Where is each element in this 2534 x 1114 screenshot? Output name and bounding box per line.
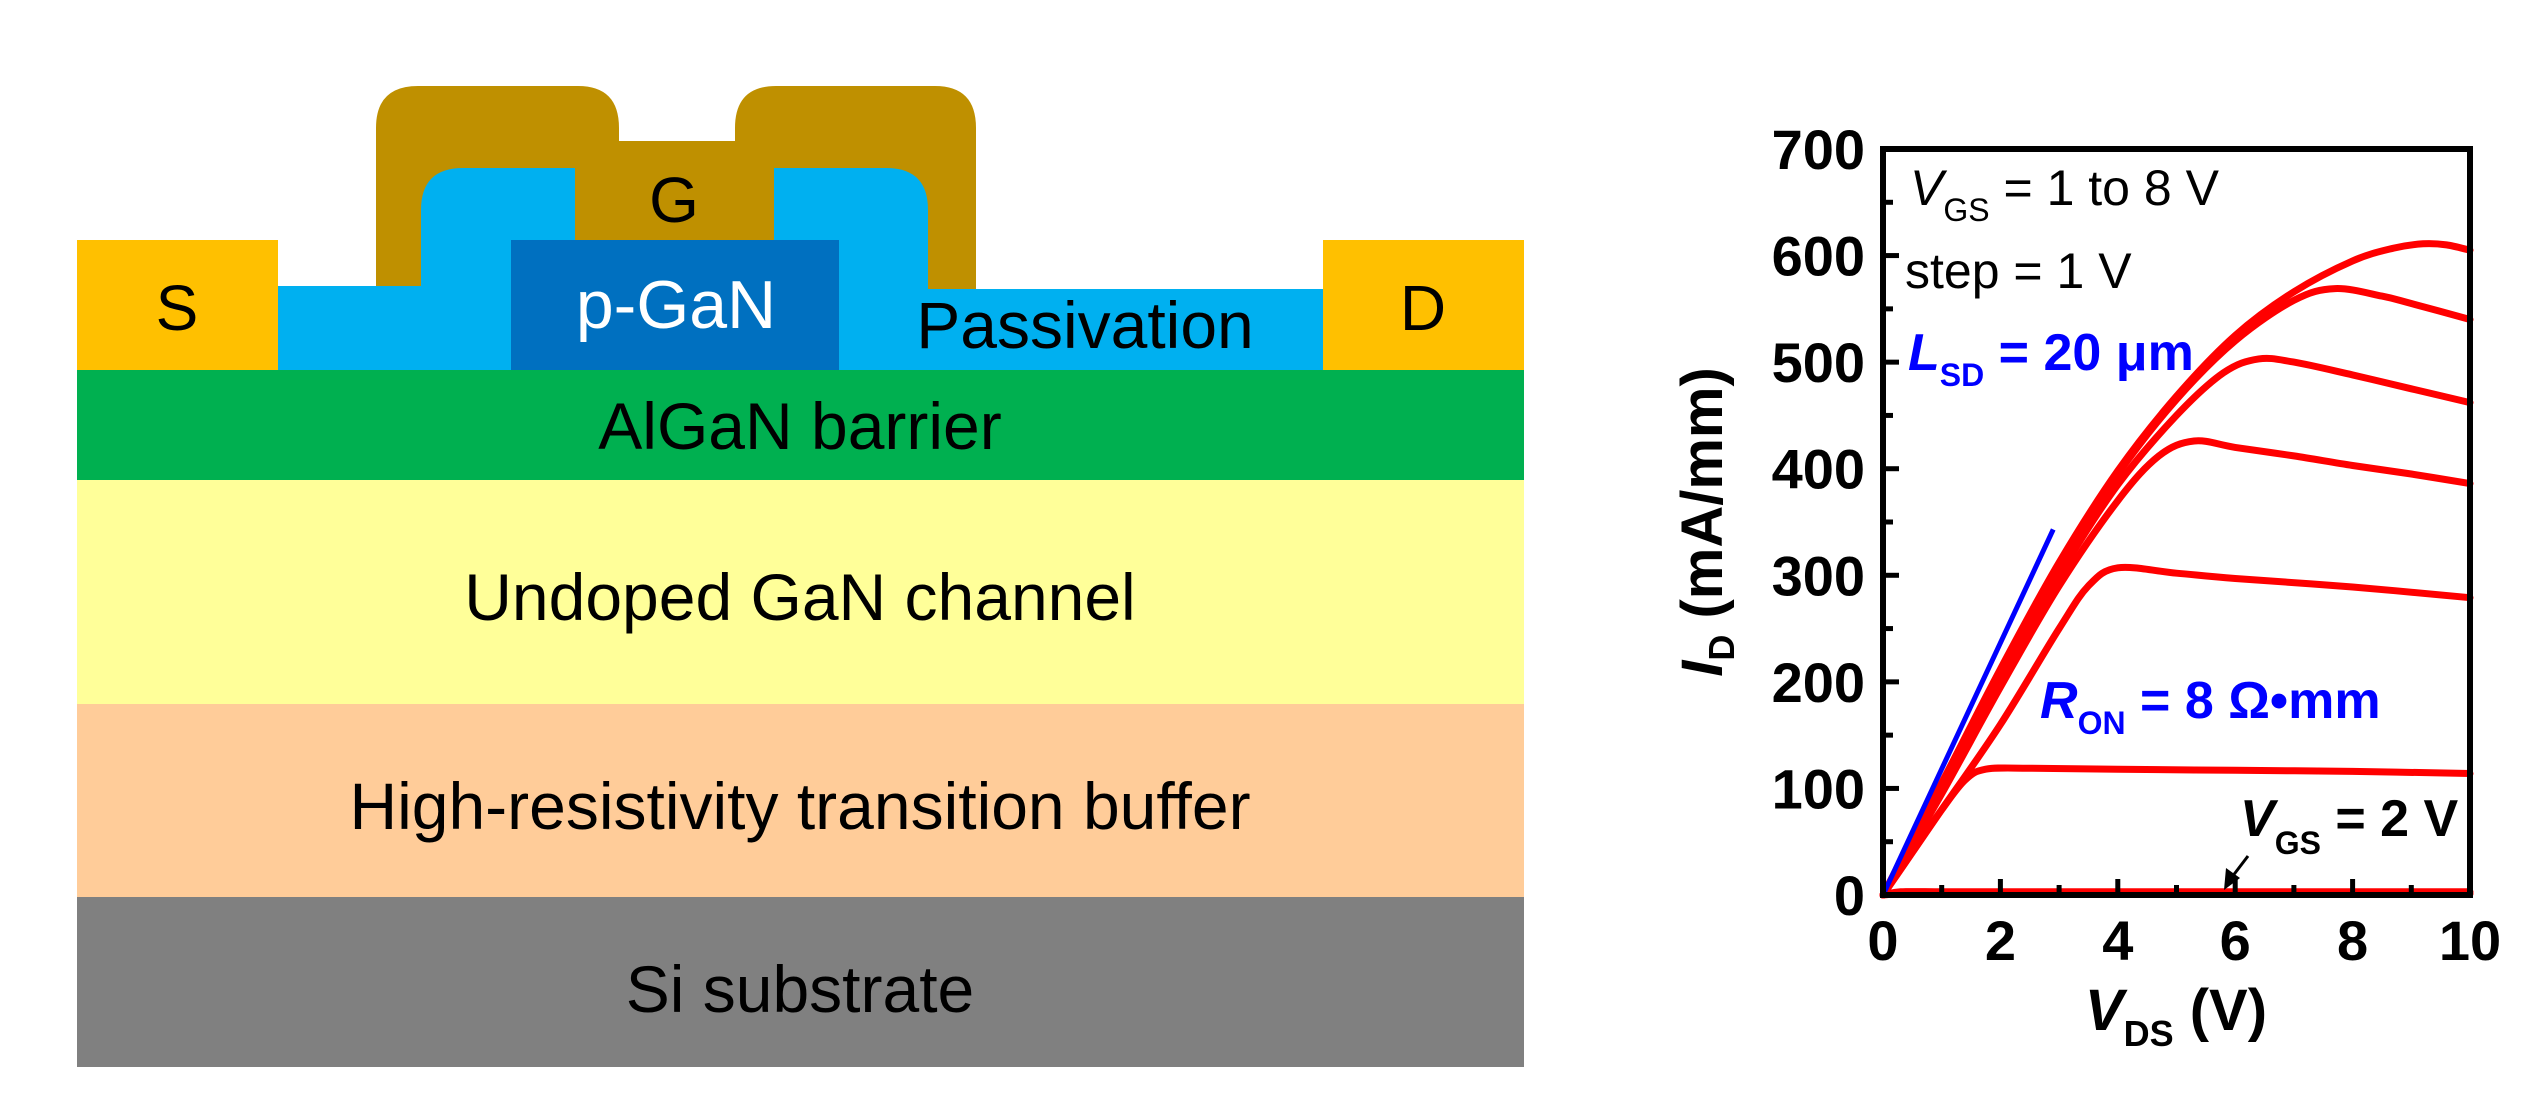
y-axis-label: ID (mA/mm)	[1670, 367, 1742, 677]
x-tick-label: 4	[2102, 909, 2133, 972]
gan-channel-layer	[77, 480, 1524, 704]
x-tick-label: 10	[2439, 909, 2501, 972]
device-cross-section: S D G p-GaN Passivation AlGaN barrier Un…	[77, 86, 1524, 1067]
y-axis-label-unit: (mA/mm)	[1670, 367, 1735, 634]
gan-channel-label: Undoped GaN channel	[464, 560, 1135, 634]
x-tick-label: 8	[2337, 909, 2368, 972]
algan-barrier-label: AlGaN barrier	[598, 389, 1001, 463]
passivation-label: Passivation	[916, 288, 1254, 362]
source-contact	[77, 240, 278, 370]
annotation-lsd-sub: SD	[1940, 357, 1984, 393]
annotation-vgs-range-sub: GS	[1943, 192, 1989, 228]
y-tick-labels: 0 100 200 300 400 500 600 700	[1772, 118, 1865, 927]
x-tick-label: 0	[1867, 909, 1898, 972]
annotation-lsd-text: = 20 μm	[1984, 324, 2194, 382]
y-tick-label: 100	[1772, 757, 1865, 820]
p-gan-label: p-GaN	[576, 267, 776, 343]
series-line-vgs-8	[1879, 240, 2474, 899]
x-axis-label-main: V	[2085, 978, 2128, 1043]
y-tick-label: 300	[1772, 544, 1865, 607]
annotation-lsd-main: L	[1908, 324, 1940, 382]
y-tick-label: 500	[1772, 331, 1865, 394]
algan-barrier-layer	[77, 369, 1524, 480]
series-line-vgs-4	[1879, 563, 2474, 899]
transition-buffer-label: High-resistivity transition buffer	[349, 769, 1250, 843]
annotation-ron: RON = 8 Ω•mm	[2040, 672, 2381, 741]
x-tick-labels: 0 2 4 6 8 10	[1867, 909, 2501, 972]
annotation-vgs-range: VGS = 1 to 8 V	[1910, 160, 2220, 228]
annotation-vgs-low-sub: GS	[2275, 825, 2321, 861]
p-gan-layer	[511, 240, 839, 370]
ron-fit-line	[1880, 528, 2056, 897]
x-axis-label: VDS (V)	[2085, 978, 2267, 1054]
gate-label: G	[649, 164, 699, 236]
transition-buffer-layer	[77, 704, 1524, 897]
x-tick-label: 2	[1985, 909, 2016, 972]
y-tick-label: 600	[1772, 225, 1865, 288]
x-axis-label-unit: (V)	[2174, 978, 2267, 1043]
source-label: S	[156, 272, 199, 344]
annotation-vgs-low-main: V	[2240, 790, 2279, 848]
drain-label: D	[1400, 272, 1446, 344]
annotation-vgs-range-text: = 1 to 8 V	[1990, 160, 2220, 216]
iv-chart: 0 100 200 300 400 500 600 700 0 2 4 6 8 10 ID (mA/mm…	[1670, 118, 2501, 1054]
y-tick-label: 200	[1772, 651, 1865, 714]
annotation-vgs-low: VGS = 2 V	[2240, 790, 2459, 861]
x-axis-label-sub: DS	[2124, 1013, 2174, 1054]
y-tick-label: 400	[1772, 438, 1865, 501]
y-axis-label-main: I	[1670, 659, 1735, 677]
annotation-ron-sub: ON	[2078, 705, 2126, 741]
annotation-vgs-range-main: V	[1910, 160, 1948, 216]
x-tick-label: 6	[2220, 909, 2251, 972]
si-substrate-layer	[77, 897, 1524, 1067]
y-axis-label-sub: D	[1701, 635, 1742, 661]
annotation-step: step = 1 V	[1905, 243, 2132, 299]
drain-contact	[1323, 240, 1524, 370]
annotation-lsd: LSD = 20 μm	[1908, 324, 2194, 393]
si-substrate-label: Si substrate	[626, 952, 975, 1026]
plot-frame	[1880, 146, 2473, 898]
y-tick-label: 0	[1834, 864, 1865, 927]
annotation-vgs-low-text: = 2 V	[2321, 790, 2459, 848]
annotation-ron-main: R	[2040, 672, 2078, 730]
annotation-arrow	[2224, 855, 2250, 890]
series-line-vgs-6	[1879, 354, 2474, 899]
annotation-ron-text: = 8 Ω•mm	[2126, 672, 2381, 730]
y-tick-label: 700	[1772, 118, 1865, 181]
